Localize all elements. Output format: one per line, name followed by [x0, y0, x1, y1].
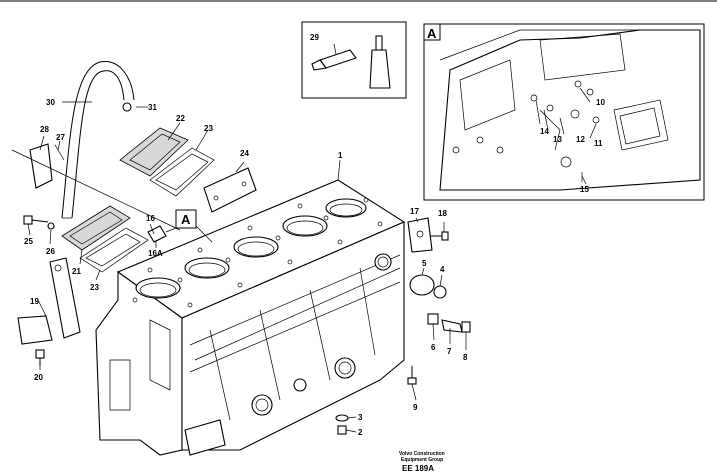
bolt-9	[407, 366, 417, 385]
label-16a: 16A	[148, 249, 163, 258]
label-7: 7	[447, 347, 452, 356]
label-14: 14	[540, 127, 549, 136]
pipe-30	[61, 61, 135, 219]
label-19: 19	[30, 297, 39, 306]
detail-marker-a: A	[181, 212, 191, 227]
label-25: 25	[24, 237, 33, 246]
label-9: 9	[413, 403, 418, 412]
label-12: 12	[576, 135, 585, 144]
label-11: 11	[594, 139, 603, 148]
engine-block	[95, 179, 406, 456]
label-17: 17	[410, 207, 419, 216]
box-29	[301, 21, 407, 99]
label-24: 24	[240, 149, 249, 158]
label-23-upper: 23	[204, 124, 213, 133]
label-22: 22	[176, 114, 185, 123]
seal-5	[409, 274, 435, 296]
bolt-20	[35, 349, 45, 366]
label-4: 4	[440, 265, 445, 274]
label-6: 6	[431, 343, 436, 352]
detail-box-a	[423, 23, 705, 201]
credit-line-1: Volvo Construction	[399, 451, 445, 457]
detail-marker-frame	[175, 209, 197, 229]
cover-21	[61, 205, 131, 251]
label-13: 13	[553, 135, 562, 144]
credit-line-2: Equipment Group	[401, 457, 443, 463]
label-15: 15	[580, 185, 589, 194]
bracket-28	[29, 143, 65, 189]
label-16: 16	[146, 214, 155, 223]
valve-16	[147, 225, 177, 243]
label-31: 31	[148, 103, 157, 112]
label-10: 10	[596, 98, 605, 107]
detail-box-label: A	[427, 26, 437, 41]
bolt-25	[23, 215, 49, 225]
gasket-23-upper	[149, 147, 215, 197]
label-21: 21	[72, 267, 81, 276]
plate-24	[203, 167, 257, 213]
bolt-18	[430, 231, 449, 241]
label-30: 30	[46, 98, 55, 107]
gasket-23-lower	[79, 227, 149, 273]
leader-lines	[27, 43, 597, 433]
bracket-17	[407, 217, 433, 253]
bolt-2-3	[335, 414, 349, 435]
label-28: 28	[40, 125, 49, 134]
label-18: 18	[438, 209, 447, 218]
label-29: 29	[310, 33, 319, 42]
bracket-19	[17, 257, 81, 345]
label-27: 27	[56, 133, 65, 142]
plug-4	[433, 285, 447, 299]
label-20: 20	[34, 373, 43, 382]
drawing-code: EE 189A	[402, 464, 434, 473]
label-23-lower: 23	[90, 283, 99, 292]
cover-22	[119, 127, 189, 177]
label-1: 1	[338, 151, 343, 160]
label-5: 5	[422, 259, 427, 268]
label-3: 3	[358, 413, 363, 422]
parts-6-7-8	[427, 313, 471, 333]
callout-labels: 1 2 3 4 5 6 7 8 9 10 11 12 13 14 15 16 1…	[24, 26, 605, 473]
label-2: 2	[358, 428, 363, 437]
label-26: 26	[46, 247, 55, 256]
label-8: 8	[463, 353, 468, 362]
